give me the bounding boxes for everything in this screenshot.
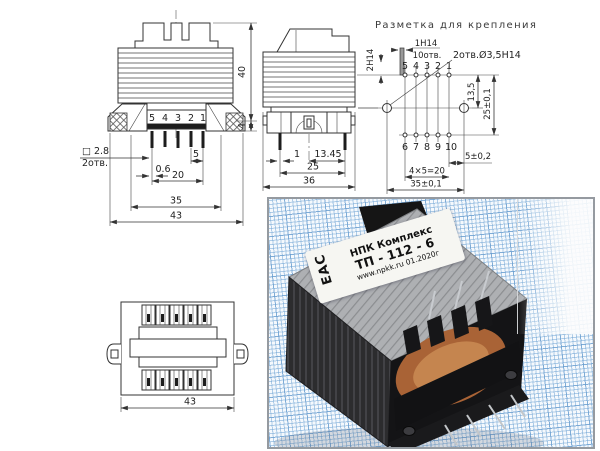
mounting-tab-left bbox=[107, 103, 148, 132]
hole-note-count: 2отв. bbox=[82, 158, 108, 169]
side-view: 1 13.45 25 36 bbox=[262, 28, 356, 191]
hole-note: □ 2.8 2отв. bbox=[80, 146, 150, 169]
slot-count-note: 10отв. bbox=[413, 51, 442, 61]
tpl-pin: 8 bbox=[424, 142, 430, 153]
holes-note: 2отв.Ø3,5H14 bbox=[453, 50, 521, 61]
dim-label-20: 20 bbox=[172, 170, 184, 181]
core-laminations bbox=[118, 52, 233, 99]
pin-number: 1 bbox=[200, 113, 206, 124]
dim-4x5: 4×5=20 bbox=[409, 167, 445, 177]
dim-13-5: 13,5 bbox=[467, 83, 477, 102]
template-grid bbox=[358, 66, 499, 194]
dim-label-40: 40 bbox=[237, 66, 248, 78]
dim-35-01: 35±0,1 bbox=[410, 180, 441, 190]
slot-height-note: 2H14 bbox=[366, 49, 376, 72]
photo-overexposed-corner bbox=[517, 199, 593, 334]
transformer-body bbox=[274, 201, 544, 447]
pins-up bbox=[428, 270, 490, 320]
pins bbox=[150, 131, 205, 148]
hole-note-size: □ 2.8 bbox=[82, 146, 109, 157]
bottom-view-pin-row-bottom bbox=[141, 369, 212, 391]
mounting-template: Разметка для крепления 1H14 10отв. 2H14 bbox=[357, 20, 537, 194]
tpl-pin: 2 bbox=[435, 61, 441, 72]
core-laminations-side bbox=[263, 56, 355, 103]
bottom-view: 43 bbox=[106, 301, 249, 412]
dim-height: 40 4 bbox=[213, 22, 257, 132]
dim-label-13-45: 13.45 bbox=[314, 149, 341, 160]
template-title: Разметка для крепления bbox=[375, 20, 537, 31]
transformer-photo-art bbox=[274, 201, 544, 447]
pin-number: 2 bbox=[188, 113, 194, 124]
dim-label-4: 4 bbox=[237, 123, 248, 129]
pin-number: 5 bbox=[149, 113, 155, 124]
tpl-pin: 3 bbox=[424, 61, 430, 72]
front-view: 5 4 3 2 1 40 4 □ 2.8 2отв. 5 0.6 bbox=[80, 10, 257, 226]
pins-down bbox=[444, 394, 526, 446]
dim-label-36: 36 bbox=[303, 176, 315, 187]
dim-label-25: 25 bbox=[307, 162, 319, 173]
tpl-pin: 9 bbox=[435, 142, 441, 153]
tpl-pin: 1 bbox=[446, 61, 452, 72]
dim-label-0-6: 0.6 bbox=[155, 164, 170, 175]
tpl-pin: 5 bbox=[402, 61, 408, 72]
dim-label-43: 43 bbox=[170, 211, 182, 222]
pin-number: 3 bbox=[175, 113, 181, 124]
tpl-pin: 4 bbox=[413, 61, 419, 72]
dim-label-5: 5 bbox=[193, 149, 199, 160]
dim-25: 25±0,1 bbox=[483, 88, 493, 119]
dim-label-1: 1 bbox=[294, 149, 300, 160]
tpl-pin: 7 bbox=[413, 142, 419, 153]
tpl-pin: 10 bbox=[445, 142, 457, 153]
slot-width-note: 1H14 bbox=[415, 39, 438, 49]
bottom-view-pin-row-top bbox=[141, 304, 212, 326]
mounting-tab-right bbox=[205, 103, 246, 132]
pin-number: 4 bbox=[162, 113, 168, 124]
dim-label-43-bottom: 43 bbox=[184, 397, 196, 408]
product-photo: EAC НПК Комплекс ТП - 112 - 6 www.npkk.r… bbox=[267, 197, 595, 449]
dim-5-02: 5±0,2 bbox=[465, 152, 491, 162]
dim-label-35: 35 bbox=[170, 196, 182, 207]
